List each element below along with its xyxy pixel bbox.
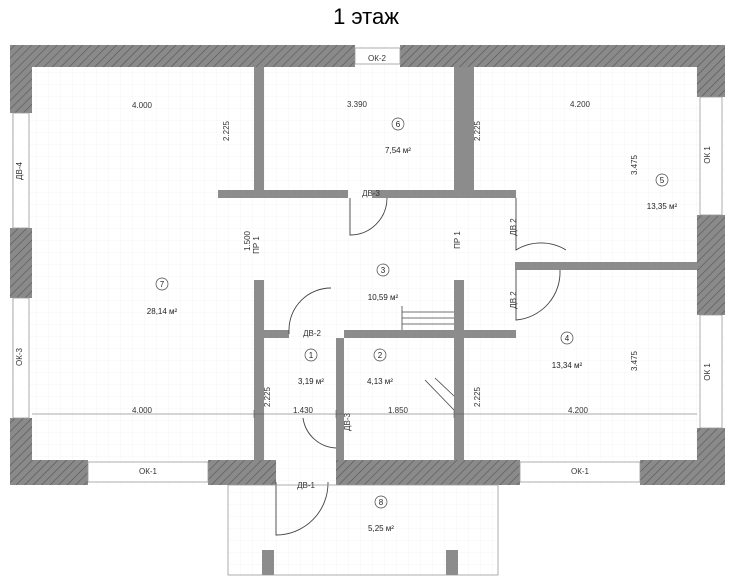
dim-3475-b: 3.475 [630, 350, 639, 371]
room-1: 1 3,19 м² [298, 348, 324, 386]
room-4-area: 13,34 м² [552, 361, 583, 370]
room-7-area: 28,14 м² [147, 307, 178, 316]
dim-1500: 1.500 [243, 230, 252, 251]
label-ok1-bottom-right: ОК-1 [571, 467, 590, 476]
dim-2225-d: 2.225 [473, 386, 482, 407]
window-ok2 [354, 47, 401, 65]
dimension-lines [32, 410, 697, 418]
stairs [401, 306, 455, 411]
dim-2225-c: 2.225 [263, 386, 272, 407]
door-swings [275, 197, 567, 536]
dim-4200-top: 4.200 [570, 100, 591, 109]
dim-4000-top: 4.000 [132, 101, 153, 110]
room-5-area: 13,35 м² [647, 202, 678, 211]
label-dv3-bottom: ДВ-3 [343, 413, 352, 431]
dim-1850: 1.850 [388, 406, 409, 415]
window-ok3-left [12, 297, 30, 419]
room-4-number: 4 [565, 334, 570, 343]
room-3: 3 10,59 м² [368, 263, 399, 302]
windows [12, 47, 723, 483]
room-1-area: 3,19 м² [298, 377, 324, 386]
room-7-number: 7 [160, 280, 165, 289]
room-8-area: 5,25 м² [368, 524, 394, 533]
label-pr1-left: ПР 1 [252, 236, 261, 254]
room-7: 7 28,14 м² [147, 277, 178, 316]
label-dv2-right-bottom: ДВ 2 [509, 291, 518, 309]
room-2-area: 4,13 м² [367, 377, 393, 386]
plan-title: 1 этаж [333, 4, 399, 29]
label-dv2-mid: ДВ-2 [303, 329, 321, 338]
label-dv4-left: ДВ-4 [15, 162, 24, 180]
room-3-area: 10,59 м² [368, 293, 399, 302]
room-8: 8 5,25 м² [368, 495, 394, 533]
window-ok1-right-bottom [699, 314, 723, 429]
room-1-number: 1 [309, 351, 314, 360]
room-5: 5 13,35 м² [647, 173, 678, 211]
dim-3475-a: 3.475 [630, 154, 639, 175]
porch [227, 484, 499, 576]
label-pr1-right: ПР 1 [453, 231, 462, 249]
dim-3390: 3.390 [347, 100, 368, 109]
room-2: 2 4,13 м² [367, 348, 393, 386]
room-6-number: 6 [396, 120, 401, 129]
room-2-number: 2 [378, 351, 383, 360]
dim-2225-a: 2.225 [222, 120, 231, 141]
window-ok1-right-top [699, 96, 723, 216]
dim-4200-bottom: 4.200 [568, 406, 589, 415]
outer-walls [10, 45, 725, 485]
window-dv4-left [12, 112, 30, 229]
room-4: 4 13,34 м² [552, 331, 583, 370]
label-ok1-right-bottom: ОК 1 [703, 363, 712, 381]
label-ok1-bottom-left: ОК-1 [139, 467, 158, 476]
label-dv2-right-top: ДВ 2 [509, 218, 518, 236]
dim-4000-bottom: 4.000 [132, 406, 153, 415]
label-ok1-right-top: ОК 1 [703, 146, 712, 164]
window-ok1-bottom-right [519, 461, 641, 483]
room-8-number: 8 [379, 498, 384, 507]
label-dv3-top: ДВ-3 [362, 189, 380, 198]
dim-1430: 1.430 [293, 406, 314, 415]
dim-2225-b: 2.225 [473, 120, 482, 141]
room-6-area: 7,54 м² [385, 146, 411, 155]
room-5-number: 5 [660, 176, 665, 185]
inner-walls [218, 67, 697, 460]
room-3-number: 3 [381, 266, 386, 275]
label-ok2: ОК-2 [368, 54, 387, 63]
window-ok1-bottom-left [87, 461, 209, 483]
label-dv1: ДВ-1 [297, 481, 315, 490]
label-ok3-left: ОК-3 [15, 347, 24, 366]
room-6: 6 7,54 м² [385, 117, 411, 155]
